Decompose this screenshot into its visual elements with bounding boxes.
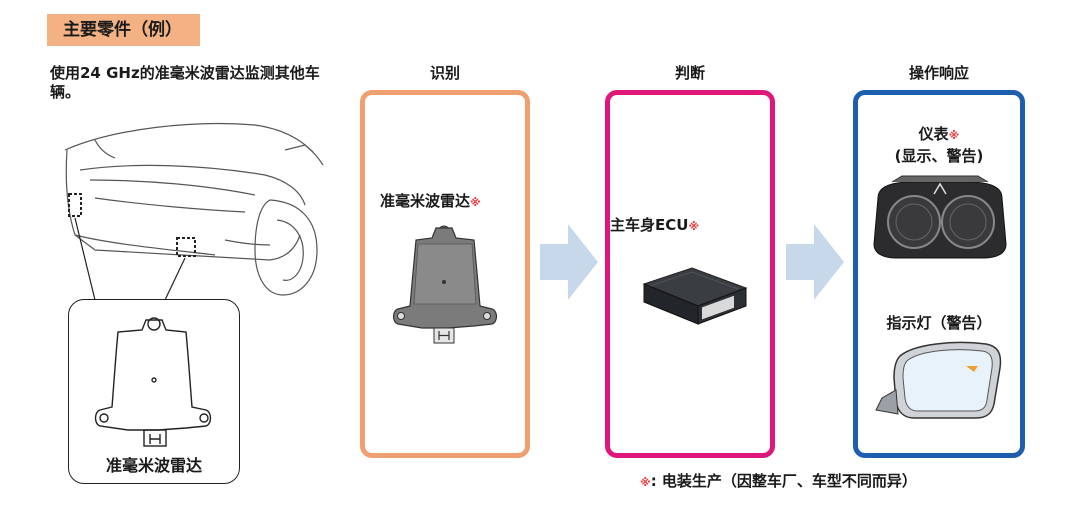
judgement-box	[605, 90, 775, 458]
intro-text: 使用24 GHz的准毫米波雷达监测其他车辆。	[50, 64, 320, 101]
meter-label-text: 仪表	[918, 125, 949, 143]
column-title-recognition: 识别	[429, 64, 460, 82]
meter-label: 仪表※ (显示、警告)	[853, 124, 1025, 167]
response-box	[853, 90, 1025, 458]
section-tag: 主要零件（例）	[47, 14, 200, 46]
mark-symbol: ※	[948, 129, 960, 142]
radar-line-drawing	[94, 317, 212, 447]
footnote: ※: 电装生产（因整车厂、车型不同而异）	[640, 470, 917, 491]
mark-symbol: ※	[640, 476, 651, 489]
footnote-text: : 电装生产（因整车厂、车型不同而异）	[650, 472, 917, 490]
side-mirror-image	[875, 341, 1002, 419]
recognition-box	[360, 90, 530, 458]
flow-arrow-2	[786, 224, 844, 300]
instrument-cluster-image	[873, 175, 1007, 259]
meter-label-line2: (显示、警告)	[894, 147, 984, 165]
column-title-response: 操作响应	[908, 64, 969, 82]
car-rear-illustration	[64, 122, 324, 301]
indicator-label: 指示灯（警告）	[886, 314, 992, 332]
radar-label: 准毫米波雷达※	[380, 190, 481, 211]
radar-label-text: 准毫米波雷达	[380, 192, 471, 210]
ecu-label-text: 主车身ECU	[610, 216, 689, 234]
meter-label-line1: 仪表※	[853, 124, 1025, 146]
mark-symbol: ※	[470, 196, 481, 209]
radar-detail-label: 准毫米波雷达	[105, 456, 202, 475]
ecu-label: 主车身ECU※	[610, 214, 699, 235]
mark-symbol: ※	[688, 220, 700, 233]
flow-arrow-1	[540, 224, 598, 300]
ecu-image	[642, 267, 748, 325]
column-title-judgement: 判断	[674, 64, 705, 82]
radar-sensor-image	[392, 225, 498, 344]
